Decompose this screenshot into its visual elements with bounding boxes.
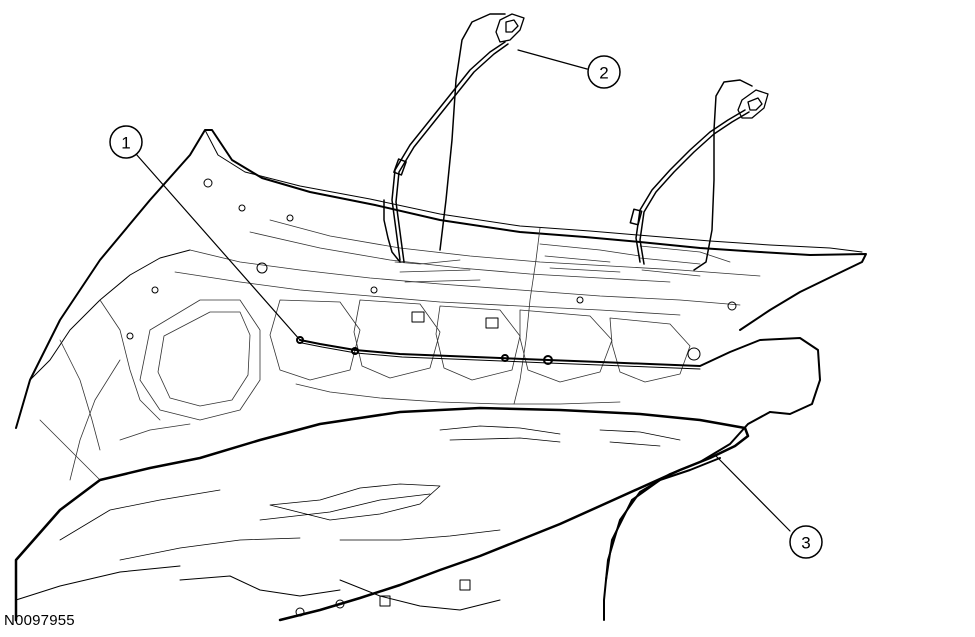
washer-hose-lower <box>603 411 771 621</box>
washer-hose-left-nozzle <box>383 13 509 263</box>
hood-outline <box>15 129 867 429</box>
leader-1 <box>135 153 301 341</box>
callout-2-label: 2 <box>599 64 608 83</box>
leader-3 <box>715 455 791 532</box>
callout-leaders <box>135 49 791 532</box>
right-washer-nozzle <box>737 89 769 119</box>
callout-3-label: 3 <box>801 534 810 553</box>
washer-hose-right-nozzle <box>629 79 753 271</box>
callout-3: 3 <box>789 525 823 559</box>
figure-id: N0097955 <box>4 612 75 629</box>
washer-hose-main <box>296 336 821 415</box>
hood-lower-edge <box>15 565 501 617</box>
hood-fasteners <box>126 178 737 361</box>
callout-1-label: 1 <box>121 134 130 153</box>
leader-2 <box>517 49 588 70</box>
callout-2: 2 <box>587 55 621 89</box>
hood-insulator <box>14 406 750 622</box>
callout-1: 1 <box>109 125 143 159</box>
left-washer-nozzle <box>495 13 525 43</box>
